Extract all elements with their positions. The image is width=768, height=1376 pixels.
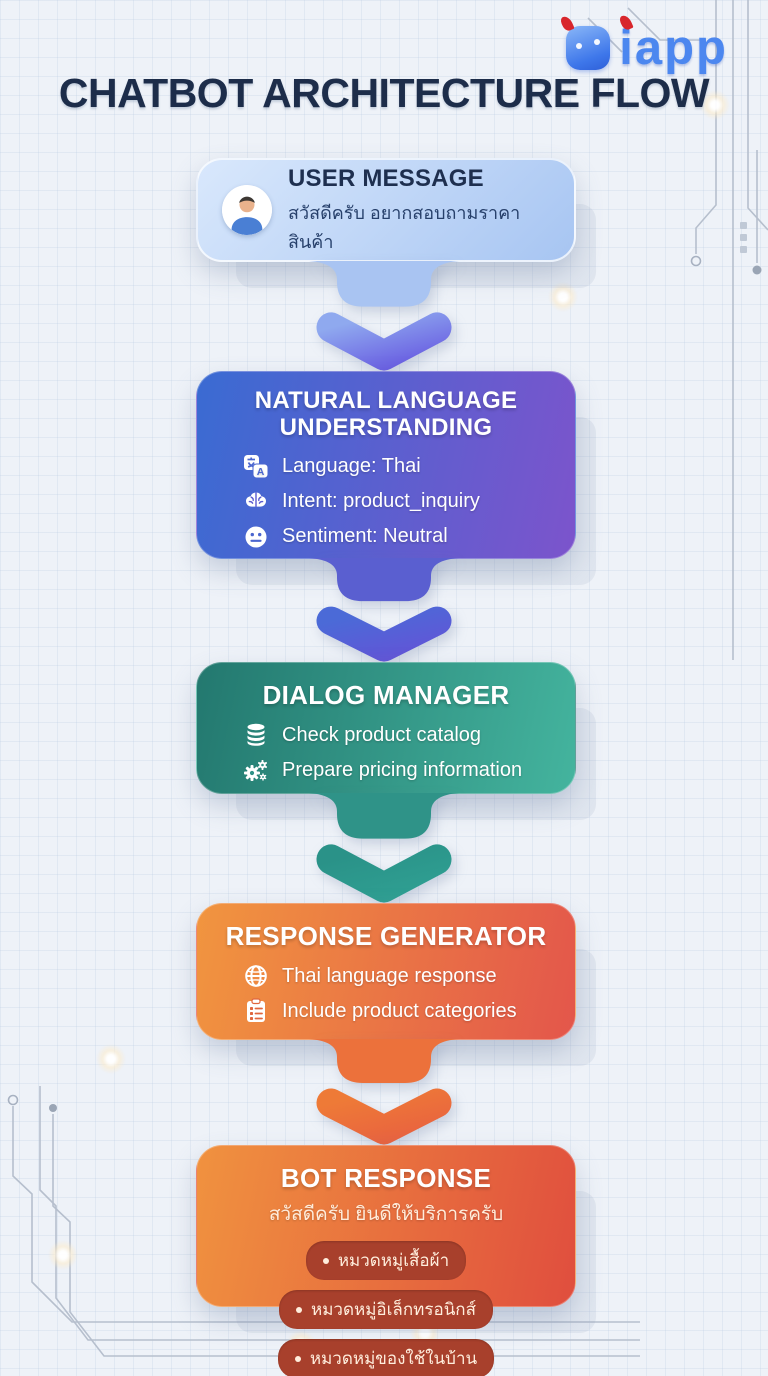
category-pill: หมวดหมู่เสื้อผ้า [305,1241,467,1281]
translate-icon: A [243,454,269,480]
database-icon [243,722,269,748]
svg-text:A: A [257,466,265,478]
category-label: หมวดหมู่อิเล็กทรอนิกส์ [311,1300,476,1320]
bot-response-text: สวัสดีครับ ยินดีให้บริการครับ [268,1204,504,1226]
node-title: BOT RESPONSE [280,1163,492,1193]
brain-icon [243,489,269,515]
bullet-dot [322,1257,329,1264]
category-pill: หมวดหมู่ของใช้ในบ้าน [277,1339,495,1376]
node-natural-language-understanding: NATURAL LANGUAGE UNDERSTANDING A [196,371,576,559]
flow-arrow-down [279,558,489,662]
glow-dot [700,90,730,120]
node-title: USER MESSAGE [288,164,484,192]
bullet-dot [296,1306,302,1313]
gears-icon [243,757,269,783]
category-label: หมวดหมู่เสื้อผ้า [337,1251,450,1271]
robot-head-icon [559,14,611,70]
glow-dot [548,282,578,312]
page-title: CHATBOT ARCHITECTURE FLOW [58,70,710,116]
glow-dot [48,1240,78,1270]
glow-dot [96,1044,126,1074]
response-item-language: Thai language response [243,963,575,989]
node-dialog-manager: DIALOG MANAGER Check product catalog [196,662,576,794]
node-title: DIALOG MANAGER [262,680,510,710]
category-label: หมวดหมู่ของใช้ในบ้าน [309,1349,478,1369]
item-label: Intent: product_inquiry [282,490,480,513]
category-pills: หมวดหมู่เสื้อผ้า หมวดหมู่อิเล็กทรอนิกส์ … [197,1241,575,1376]
user-avatar-icon [222,185,272,235]
item-label: Include product categories [282,999,517,1022]
dialog-item-catalog: Check product catalog [243,722,575,748]
face-neutral-icon [243,524,269,550]
nlu-item-language: A Language: Thai [243,454,575,480]
item-label: Check product catalog [282,723,482,746]
logo-text: iapp [619,20,728,75]
flow-arrow-down [279,261,489,371]
dialog-item-pricing: Prepare pricing information [243,757,575,783]
node-response-generator: RESPONSE GENERATOR Thai language respons… [196,903,576,1040]
user-message-text: สวัสดีครับ อยากสอบถามราคาสินค้า [288,202,521,252]
node-bot-response: BOT RESPONSE สวัสดีครับ ยินดีให้บริการคร… [196,1145,576,1376]
item-label: Thai language response [282,964,497,987]
item-label: Sentiment: Neutral [282,525,448,548]
item-label: Prepare pricing information [282,758,523,781]
bullet-dot [294,1355,301,1362]
response-item-categories: Include product categories [243,998,575,1024]
nlu-item-intent: Intent: product_inquiry [243,489,575,515]
item-label: Language: Thai [282,455,421,478]
category-pill: หมวดหมู่อิเล็กทรอนิกส์ [279,1290,493,1330]
flow-arrow-down [279,1039,489,1145]
globe-icon [243,963,269,989]
node-title: RESPONSE GENERATOR [225,921,547,951]
flow-arrow-down [279,793,489,903]
node-user-message: USER MESSAGE สวัสดีครับ อยากสอบถามราคาสิ… [196,158,576,262]
nlu-item-sentiment: Sentiment: Neutral [243,524,575,550]
logo-red-accent [559,14,575,33]
clipboard-icon [243,998,269,1024]
node-title: NATURAL LANGUAGE UNDERSTANDING [254,387,518,441]
iapp-logo: iapp [559,13,728,72]
